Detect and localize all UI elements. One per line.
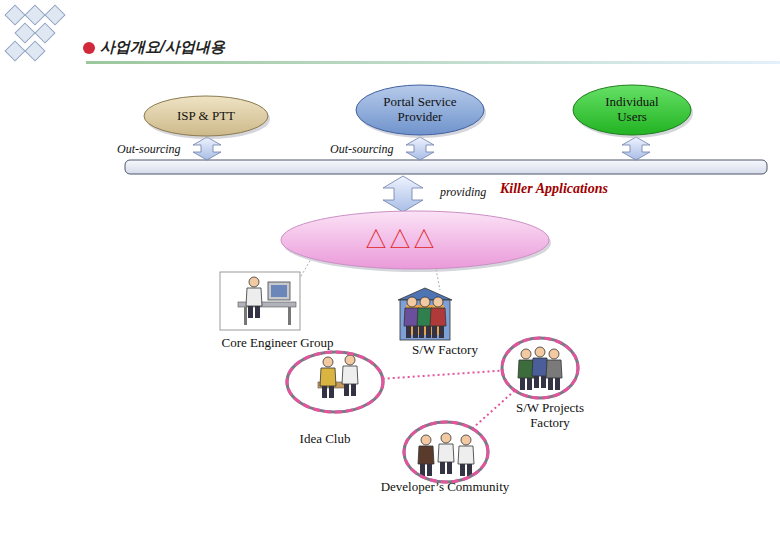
community-illustration xyxy=(418,433,474,476)
dashed-ring xyxy=(502,338,578,398)
node-label: Developer’s Community xyxy=(381,480,510,495)
provider-ellipse: ISP & PTT xyxy=(143,95,269,137)
page-title: 사업개요/사업내용 xyxy=(100,38,225,57)
service-bar xyxy=(125,160,767,174)
idea-club-illustration xyxy=(318,355,358,398)
group-caption-node: S/W Factory xyxy=(390,284,500,358)
dashed-ring xyxy=(404,422,488,482)
ellipse-shape xyxy=(573,85,691,135)
dotted-link xyxy=(383,371,502,379)
node-label: Core Engineer Group xyxy=(222,336,334,351)
node-text-box: S/W Projects Factory xyxy=(505,398,595,434)
corner-logo xyxy=(5,5,65,61)
node-label: Individual Users xyxy=(592,95,672,125)
node-label: Idea Club xyxy=(300,432,351,447)
node-text-box: S/W Factory xyxy=(390,342,500,358)
title-rule xyxy=(86,61,780,64)
flow-label: Out-sourcing xyxy=(117,142,181,157)
community-circle: S/W Projects Factory xyxy=(495,336,605,436)
ellipse-shape xyxy=(281,211,549,269)
dashed-ring xyxy=(287,352,383,412)
projects-illustration xyxy=(518,347,562,390)
ellipse-shape xyxy=(356,85,484,135)
node-text-box: △△△ xyxy=(350,218,450,262)
highlight-label: Killer Applications xyxy=(500,181,608,197)
flow-label: Out-sourcing xyxy=(330,142,394,157)
platform-ellipse: △△△ xyxy=(280,210,550,270)
node-text-box: Idea Club xyxy=(275,430,375,448)
group-caption-node: Core Engineer Group xyxy=(205,268,350,352)
dashed-ring xyxy=(404,422,488,482)
provider-ellipse: Portal Service Provider xyxy=(355,84,485,136)
double-arrow xyxy=(193,137,650,212)
community-circle: Idea Club xyxy=(285,350,385,448)
community-circle: Developer’s Community xyxy=(365,420,525,502)
ellipse-shape xyxy=(144,96,268,136)
node-label: △△△ xyxy=(364,226,436,254)
flow-label: providing xyxy=(440,185,486,200)
node-label: ISP & PTT xyxy=(177,109,235,124)
title-bullet xyxy=(83,42,95,54)
node-text-box: Individual Users xyxy=(592,84,672,136)
node-label: Portal Service Provider xyxy=(370,95,470,125)
node-text-box: Developer’s Community xyxy=(365,478,525,496)
factory-illustration xyxy=(398,288,452,340)
node-label: S/W Factory xyxy=(412,343,478,358)
node-text-box: Portal Service Provider xyxy=(370,84,470,136)
engineer-illustration xyxy=(220,272,300,330)
dotted-link xyxy=(472,390,515,428)
dashed-ring xyxy=(287,352,383,412)
dashed-ring xyxy=(502,338,578,398)
node-label: S/W Projects Factory xyxy=(505,401,595,431)
node-text-box: ISP & PTT xyxy=(143,95,269,137)
user-ellipse: Individual Users xyxy=(572,84,692,136)
node-text-box: Core Engineer Group xyxy=(205,334,350,352)
